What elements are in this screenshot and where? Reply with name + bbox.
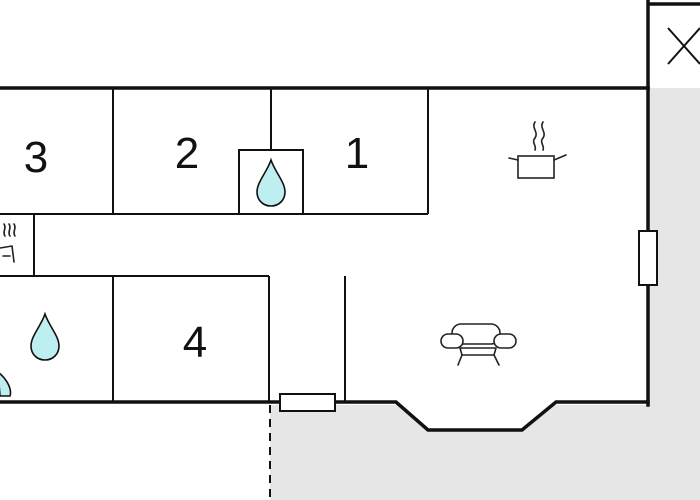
water-drop-icon <box>0 372 12 397</box>
terrace-area <box>269 88 700 500</box>
sofa-icon <box>440 323 517 366</box>
room-2-label: 2 <box>175 129 199 178</box>
water-drop-icon <box>30 311 60 361</box>
room-4-label: 4 <box>183 318 207 367</box>
heater-icon <box>0 223 16 263</box>
room-1-label: 1 <box>345 129 369 178</box>
close-icon <box>667 27 700 65</box>
wall-window <box>638 230 658 286</box>
exterior-walls <box>0 86 650 432</box>
interior-walls <box>0 88 429 402</box>
cooking-pot-icon <box>508 121 567 179</box>
entrance-door <box>279 393 336 412</box>
window-box <box>646 0 700 90</box>
water-drop-icon <box>256 157 286 207</box>
room-3-label: 3 <box>24 133 48 182</box>
